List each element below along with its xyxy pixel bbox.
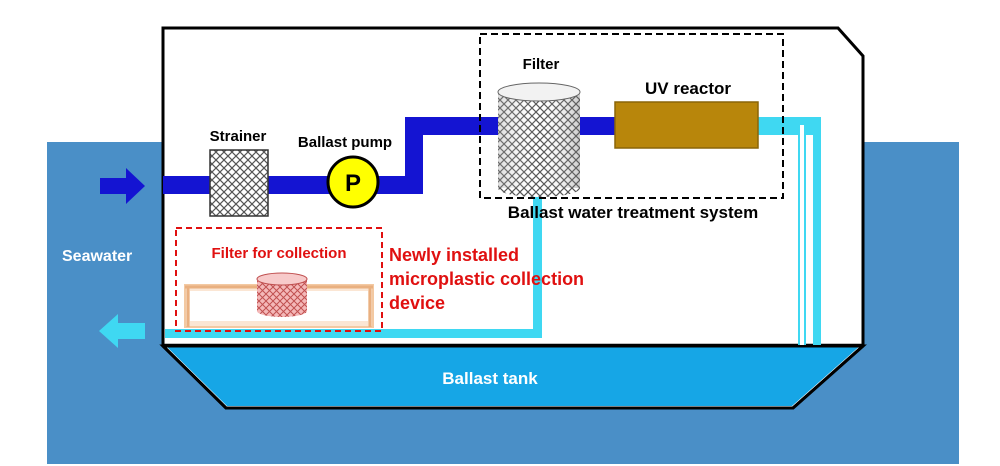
main-pipe-intake (163, 176, 423, 194)
ballast-tank (165, 345, 861, 406)
main-pipe-riser (405, 117, 423, 194)
device-label-line3: device (389, 293, 445, 313)
return-pipe-vertical-filter (533, 188, 542, 336)
strainer-label: Strainer (210, 128, 267, 145)
uv-reactor (614, 101, 759, 149)
return-pipe-bottom (165, 329, 542, 338)
treatment-system-box (479, 33, 784, 199)
ballast-pump-label: Ballast pump (298, 134, 392, 151)
ballast-tank-label: Ballast tank (442, 369, 538, 388)
ballast-pump (326, 155, 380, 209)
uv-outlet-pipe (757, 117, 821, 135)
seawater-label: Seawater (62, 248, 132, 265)
filter-label: Filter (523, 56, 560, 73)
filter-for-collection-label: Filter for collection (211, 245, 346, 262)
device-label-line1: Newly installed (389, 245, 519, 265)
collection-filter (256, 272, 308, 317)
discharge-arrow-icon (99, 314, 145, 348)
treatment-system-label: Ballast water treatment system (508, 203, 758, 222)
strainer (209, 149, 269, 217)
uv-reactor-label: UV reactor (645, 79, 731, 98)
pump-symbol: P (345, 170, 361, 197)
device-label-line2: microplastic collection (389, 269, 584, 289)
collection-device-box (175, 227, 383, 332)
intake-arrow-icon (100, 168, 145, 204)
tank-feed-pipe-2 (813, 117, 821, 345)
filter (497, 82, 581, 197)
